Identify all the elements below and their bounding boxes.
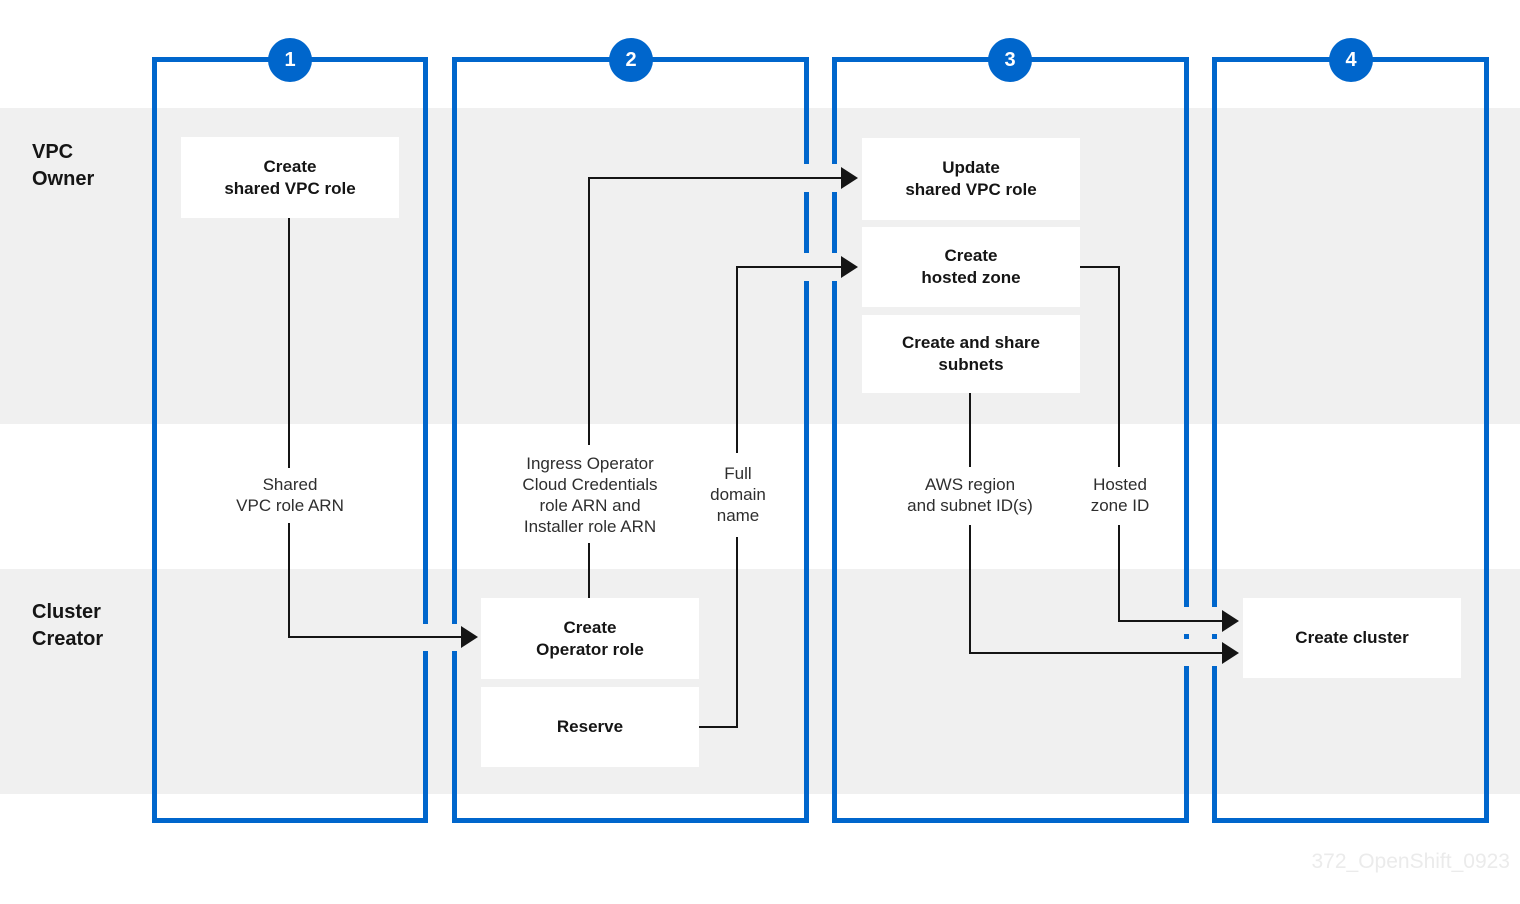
connector-hosted-zone-id-segment — [1079, 266, 1120, 268]
connector-full-domain-segment — [736, 537, 738, 728]
cluster-creator-label-line1: Cluster — [32, 601, 101, 623]
connector-aws-region-segment — [969, 525, 971, 654]
connector-aws-region-segment — [969, 652, 1223, 654]
phase-badge-3: 3 — [988, 38, 1032, 82]
step-create-hosted-zone: Create hosted zone — [862, 227, 1080, 307]
annotation-line: Cloud Credentials — [522, 475, 658, 494]
annotation-line: zone ID — [1090, 496, 1150, 515]
arrowhead-into-create-operator-role — [461, 626, 478, 648]
step-reserve: Reserve — [481, 687, 699, 767]
connector-full-domain-segment — [736, 266, 842, 268]
connector-full-domain-segment — [699, 726, 738, 728]
step-label-line: shared VPC role — [224, 178, 356, 198]
connector-shared-vpc-arn-segment — [288, 218, 290, 468]
step-label-line: Create — [944, 246, 998, 265]
connector-operator-arns-segment — [588, 543, 590, 598]
arrowhead-into-update-shared-vpc-role — [841, 167, 858, 189]
connector-hosted-zone-id-segment — [1118, 266, 1120, 467]
connector-aws-region-segment — [969, 393, 971, 467]
vpc-owner-label-line1: VPC — [32, 141, 74, 163]
phase-column-4 — [1212, 57, 1489, 823]
annotation-line: domain — [710, 485, 766, 504]
step-create-shared-vpc-role: Create shared VPC role — [181, 137, 399, 218]
connector-hosted-zone-id-segment — [1118, 525, 1120, 622]
vpc-owner-label: VPC Owner — [32, 139, 94, 193]
step-label-line: Reserve — [556, 717, 624, 736]
connector-shared-vpc-arn-segment — [288, 636, 462, 638]
step-label-line: subnets — [938, 355, 1004, 374]
step-create-operator-role: Create Operator role — [481, 598, 699, 679]
step-update-shared-vpc-role: Update shared VPC role — [862, 138, 1080, 220]
step-create-cluster: Create cluster — [1243, 598, 1461, 678]
phase-number: 3 — [1004, 48, 1016, 71]
phase-badge-2: 2 — [609, 38, 653, 82]
annotation-line: and subnet ID(s) — [907, 496, 1033, 515]
annotation-line: Installer role ARN — [523, 517, 657, 536]
connector-operator-arns-segment — [588, 178, 590, 445]
annotation-line: Hosted — [1093, 475, 1147, 494]
connector-shared-vpc-arn-segment — [288, 523, 290, 638]
annotation-line: name — [716, 506, 760, 525]
step-create-and-share-subnets: Create and share subnets — [862, 315, 1080, 393]
phase-badge-1: 1 — [268, 38, 312, 82]
cluster-creator-label-line2: Creator — [32, 628, 104, 650]
arrowhead-into-create-cluster-top — [1222, 610, 1239, 632]
annotation-line: VPC role ARN — [236, 496, 344, 515]
step-label-line: hosted zone — [921, 268, 1021, 287]
step-label-line: shared VPC role — [905, 180, 1037, 199]
annotation-operator-role-arns: Ingress Operator Cloud Credentials role … — [478, 453, 702, 537]
phase-number: 1 — [284, 48, 296, 71]
annotation-hosted-zone-id: Hosted zone ID — [1070, 474, 1170, 516]
annotation-line: Ingress Operator — [526, 454, 654, 473]
annotation-aws-region-subnets: AWS region and subnet ID(s) — [860, 474, 1080, 516]
phase-number: 4 — [1345, 48, 1357, 71]
connector-operator-arns-segment — [588, 177, 842, 179]
watermark: 372_OpenShift_0923 — [1311, 850, 1510, 873]
annotation-shared-vpc-role-arn: Shared VPC role ARN — [190, 474, 390, 516]
step-label-line: Create cluster — [1295, 628, 1409, 647]
annotation-line: Shared — [262, 475, 318, 494]
annotation-line: AWS region — [924, 475, 1016, 494]
arrowhead-into-create-cluster-bottom — [1222, 642, 1239, 664]
annotation-full-domain-name: Full domain name — [688, 463, 788, 526]
vpc-owner-label-line2: Owner — [32, 168, 95, 190]
phase-number: 2 — [625, 48, 637, 71]
arrowhead-into-create-hosted-zone — [841, 256, 858, 278]
phase-badge-4: 4 — [1329, 38, 1373, 82]
step-label-line: Update — [942, 158, 1000, 177]
step-label-line: Operator role — [536, 639, 644, 659]
annotation-line: role ARN and — [539, 496, 641, 515]
connector-full-domain-segment — [736, 267, 738, 453]
annotation-line: Full — [724, 464, 752, 483]
step-label-line: Create — [563, 617, 617, 637]
cluster-creator-label: Cluster Creator — [32, 599, 103, 653]
connector-hosted-zone-id-segment — [1118, 620, 1223, 622]
step-label-line: Create — [263, 156, 317, 176]
step-label-line: Create and share — [902, 333, 1040, 352]
